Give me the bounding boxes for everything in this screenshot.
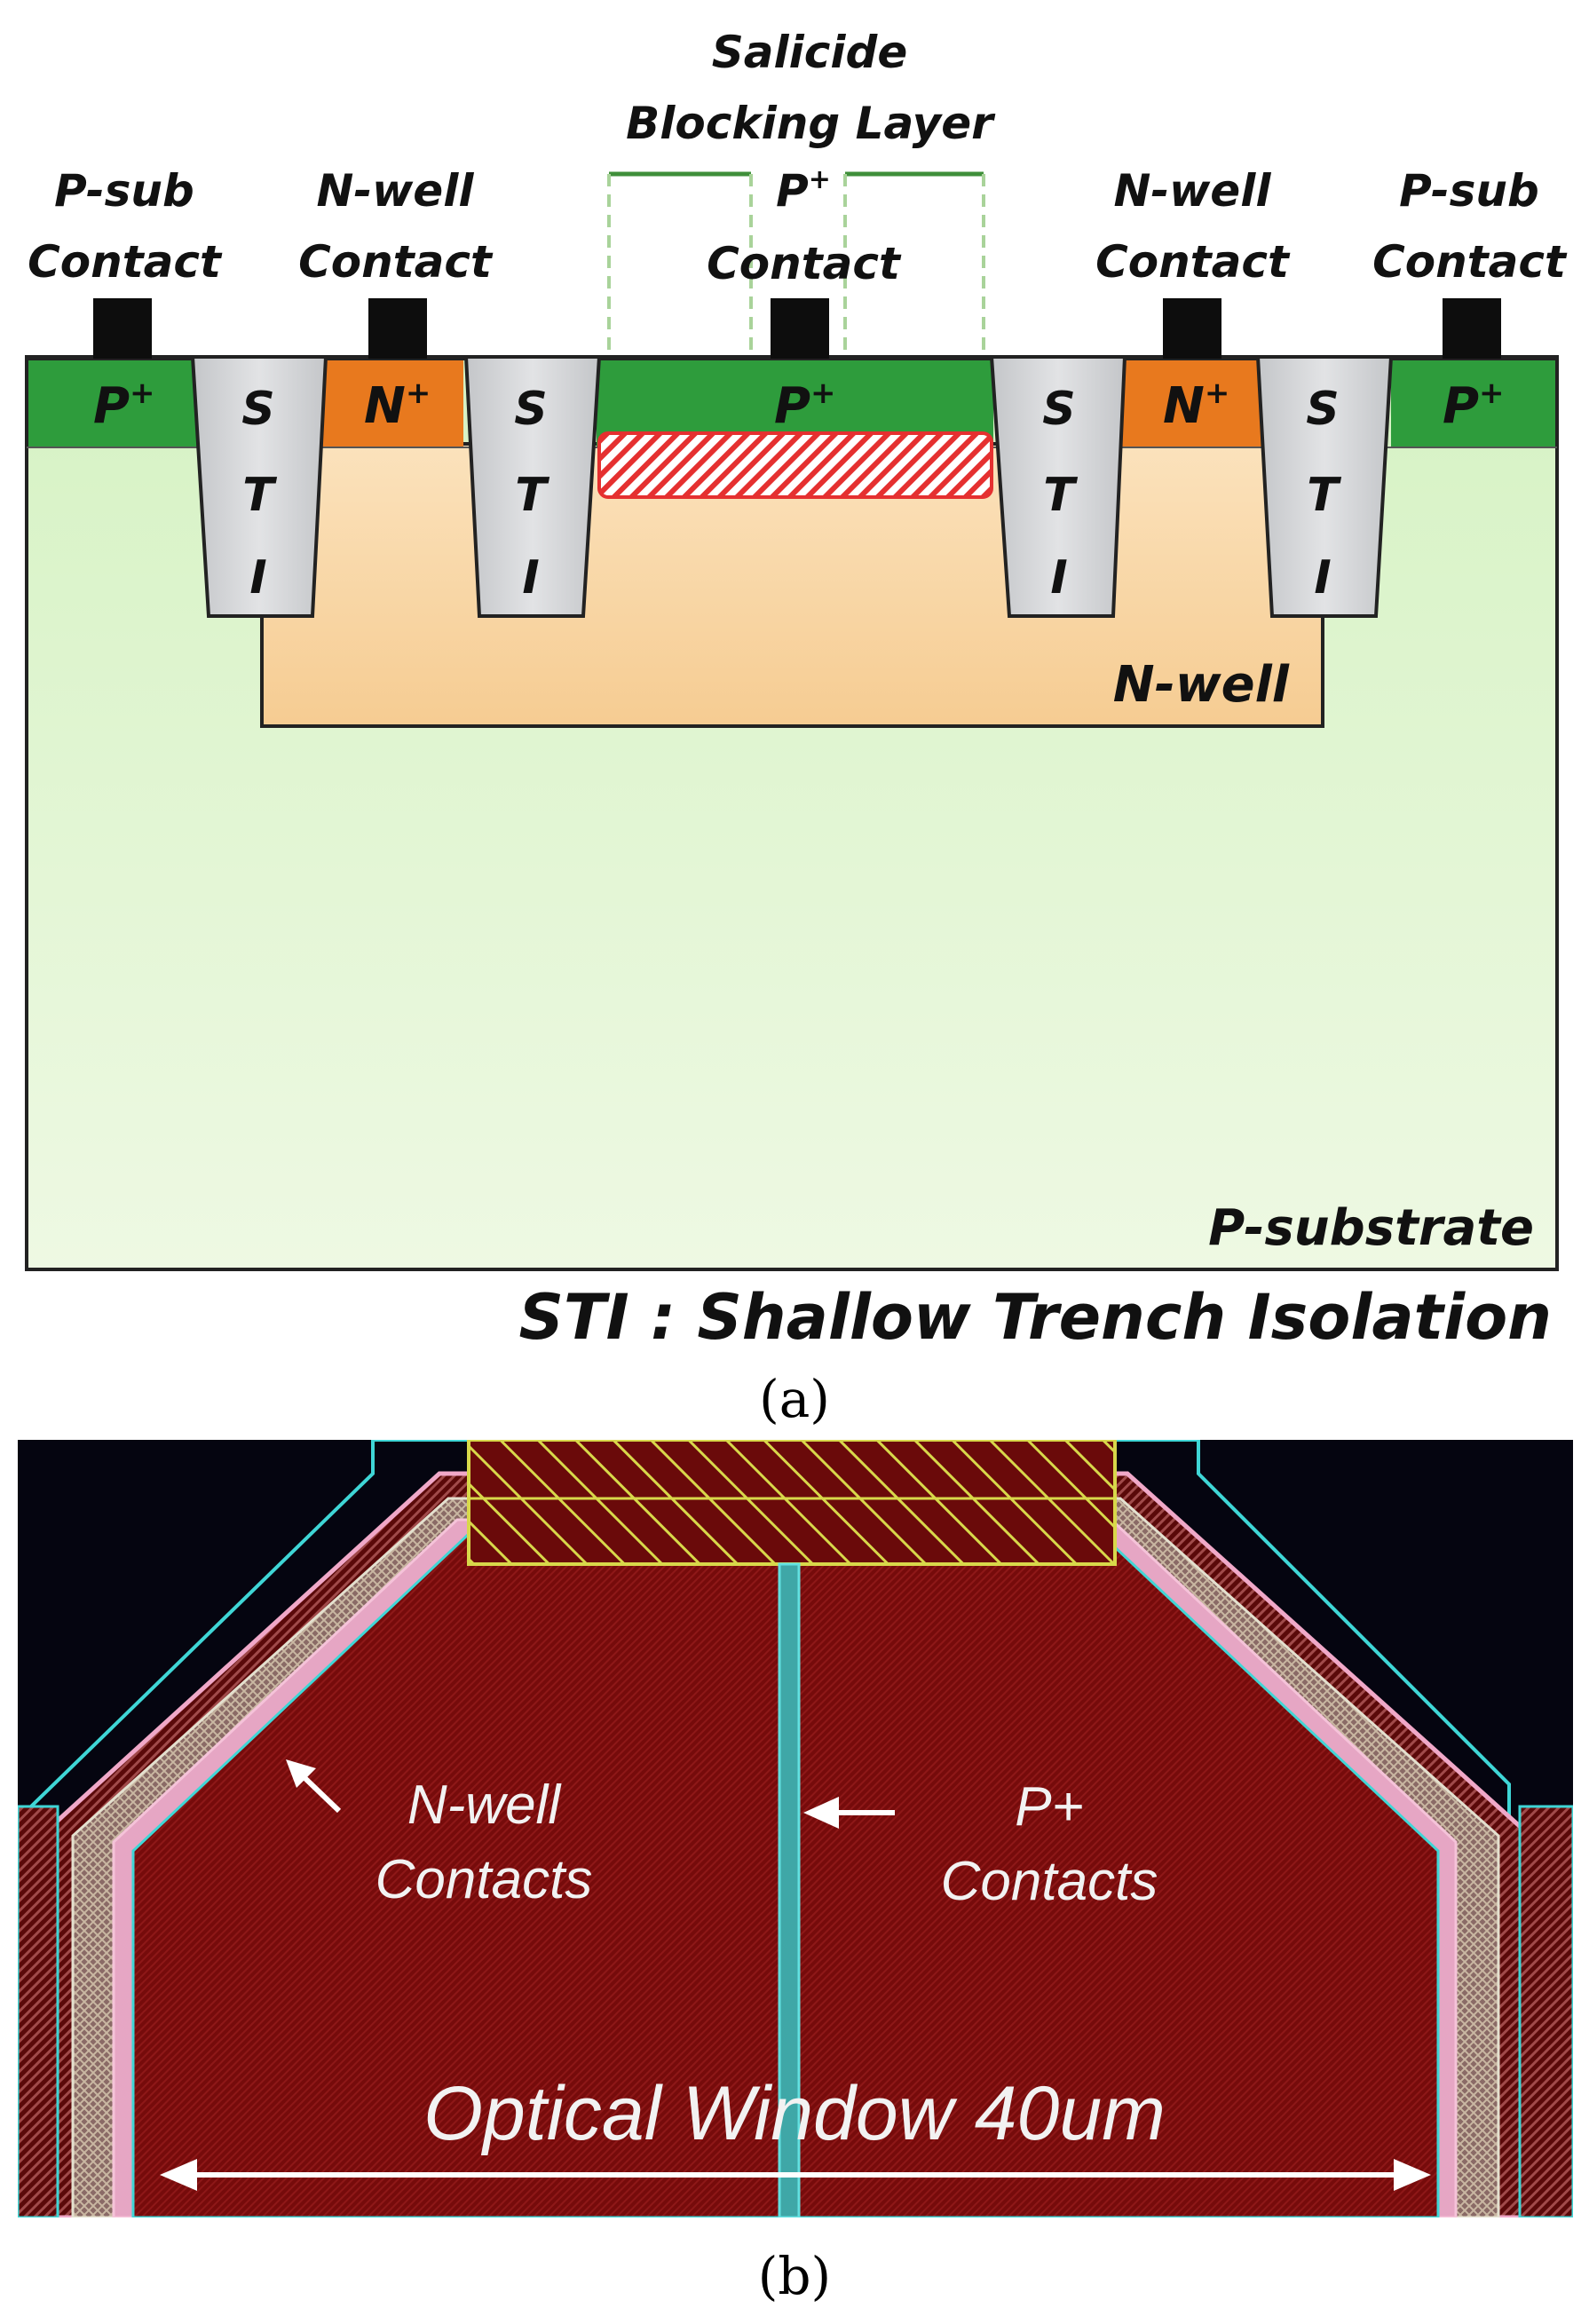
salicide-label-1: Salicide [712, 27, 908, 78]
sti-trench-2 [463, 355, 602, 618]
p-sub-contact-right-label-2: Contact [1372, 236, 1568, 288]
sti-3-letter-t: T [1043, 469, 1078, 522]
p-plus-contacts-arrow [803, 1797, 895, 1829]
n-well-label: N-well [1113, 656, 1290, 714]
sti-2-letter-s: S [514, 383, 547, 436]
p-sub-contact-right-label-1: P-sub [1399, 165, 1539, 217]
salicide-label-2: Blocking Layer [626, 98, 996, 149]
n-well-contact-right [1163, 298, 1221, 359]
n-well-contact-right-label-2: Contact [1095, 236, 1291, 288]
p-sub-contact-left [93, 298, 152, 359]
sti-trench-3 [989, 355, 1127, 618]
n-well-contacts-label-2: Contacts [376, 1849, 593, 1910]
p-plus-contacts-label-1: P+ [1015, 1776, 1084, 1838]
p-plus-contacts-label-2: Contacts [941, 1851, 1158, 1912]
sti-2-letter-t: T [515, 469, 549, 522]
p-plus-contact-center [771, 298, 829, 359]
n-plus-right-region [1122, 359, 1264, 447]
n-plus-right-label: N+ [1163, 375, 1229, 435]
n-well-contacts-label-1: N-well [407, 1775, 562, 1836]
sti-note: STI : Shallow Trench Isolation [518, 1281, 1552, 1354]
salicide-blocking-outline [607, 171, 985, 357]
sti-4-letter-t: T [1307, 469, 1341, 522]
sti-4-letter-i: I [1314, 551, 1331, 605]
sti-3-letter-s: S [1042, 383, 1075, 436]
p-sub-contact-right [1443, 298, 1501, 359]
sti-trench-1 [190, 355, 328, 618]
top-contact-bar [467, 1440, 1117, 1566]
sti-4-letter-s: S [1306, 383, 1339, 436]
n-well-contact-left [368, 298, 427, 359]
left-edge-strip [18, 1805, 59, 2217]
sti-1-letter-s: S [241, 383, 274, 436]
p-plus-right-label: P+ [1443, 375, 1505, 435]
p-plus-contact-line [778, 1562, 801, 2217]
n-well-contact-left-label-1: N-well [317, 165, 475, 217]
right-edge-strip [1518, 1805, 1573, 2217]
p-plus-left-region [28, 359, 202, 447]
n-well-contact-right-label-1: N-well [1114, 165, 1272, 217]
p-plus-contact-label-2: Contact [707, 238, 902, 289]
sti-trench-4 [1255, 355, 1394, 618]
p-plus-contact-label-1: P+ [776, 164, 831, 217]
p-substrate-label: P-substrate [1208, 1199, 1534, 1257]
n-plus-left-label: N+ [364, 375, 431, 435]
p-sub-contact-left-label-1: P-sub [54, 165, 194, 217]
caption-a: (a) [759, 1369, 830, 1429]
p-plus-left-label: P+ [93, 375, 155, 435]
outer-ring-cyan [29, 1440, 1511, 2217]
p-plus-right-region [1391, 359, 1555, 447]
n-well-contacts-arrow [286, 1759, 342, 1814]
caption-b: (b) [758, 2246, 831, 2306]
optical-window-label: Optical Window 40um [423, 2071, 1166, 2156]
p-plus-center-label: P+ [774, 375, 836, 435]
panel-b: N-well Contacts P+ Contacts Optical Wind… [18, 1440, 1573, 2306]
sti-2-letter-i: I [522, 551, 539, 605]
panel-a: S T I S T I S T I S T I P+ N+ P+ N+ P+ N… [25, 27, 1568, 1429]
sti-1-letter-i: I [249, 551, 266, 605]
sti-1-letter-t: T [242, 469, 277, 522]
n-plus-left-region [317, 359, 463, 447]
sti-3-letter-i: I [1050, 551, 1067, 605]
salicide-blocking-region [597, 431, 993, 499]
p-sub-contact-left-label-2: Contact [28, 236, 223, 288]
n-well-contact-left-label-2: Contact [298, 236, 494, 288]
optical-window-width-arrow [160, 2159, 1431, 2191]
